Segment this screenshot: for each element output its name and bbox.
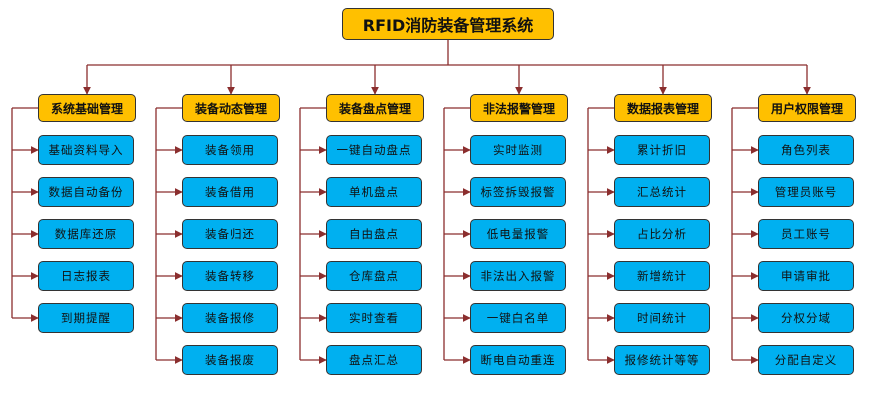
category-node: 装备动态管理 [182,94,280,122]
item-node: 累计折旧 [614,135,710,165]
category-node: 系统基础管理 [38,94,136,122]
item-node: 新增统计 [614,261,710,291]
root-node-title: RFID消防装备管理系统 [342,8,554,40]
item-node: 数据自动备份 [38,177,134,207]
item-node: 报修统计等等 [614,345,710,375]
item-node: 一键白名单 [470,303,566,333]
item-node: 实时查看 [326,303,422,333]
item-node: 低电量报警 [470,219,566,249]
item-node: 装备报废 [182,345,278,375]
item-node: 基础资料导入 [38,135,134,165]
item-node: 分权分域 [758,303,854,333]
item-node: 盘点汇总 [326,345,422,375]
item-node: 实时监测 [470,135,566,165]
item-node: 装备借用 [182,177,278,207]
item-node: 管理员账号 [758,177,854,207]
item-node: 断电自动重连 [470,345,566,375]
item-node: 装备报修 [182,303,278,333]
item-node: 装备领用 [182,135,278,165]
item-node: 日志报表 [38,261,134,291]
item-node: 申请审批 [758,261,854,291]
category-node: 数据报表管理 [614,94,712,122]
item-node: 角色列表 [758,135,854,165]
category-node: 装备盘点管理 [326,94,424,122]
item-node: 数据库还原 [38,219,134,249]
item-node: 自由盘点 [326,219,422,249]
item-node: 员工账号 [758,219,854,249]
category-node: 用户权限管理 [758,94,856,122]
item-node: 标签拆毁报警 [470,177,566,207]
item-node: 到期提醒 [38,303,134,333]
item-node: 一键自动盘点 [326,135,422,165]
item-node: 非法出入报警 [470,261,566,291]
item-node: 仓库盘点 [326,261,422,291]
connector-lines [11,40,811,364]
item-node: 装备转移 [182,261,278,291]
item-node: 单机盘点 [326,177,422,207]
item-node: 占比分析 [614,219,710,249]
item-node: 分配自定义 [758,345,854,375]
category-node: 非法报警管理 [470,94,568,122]
item-node: 装备归还 [182,219,278,249]
item-node: 汇总统计 [614,177,710,207]
item-node: 时间统计 [614,303,710,333]
